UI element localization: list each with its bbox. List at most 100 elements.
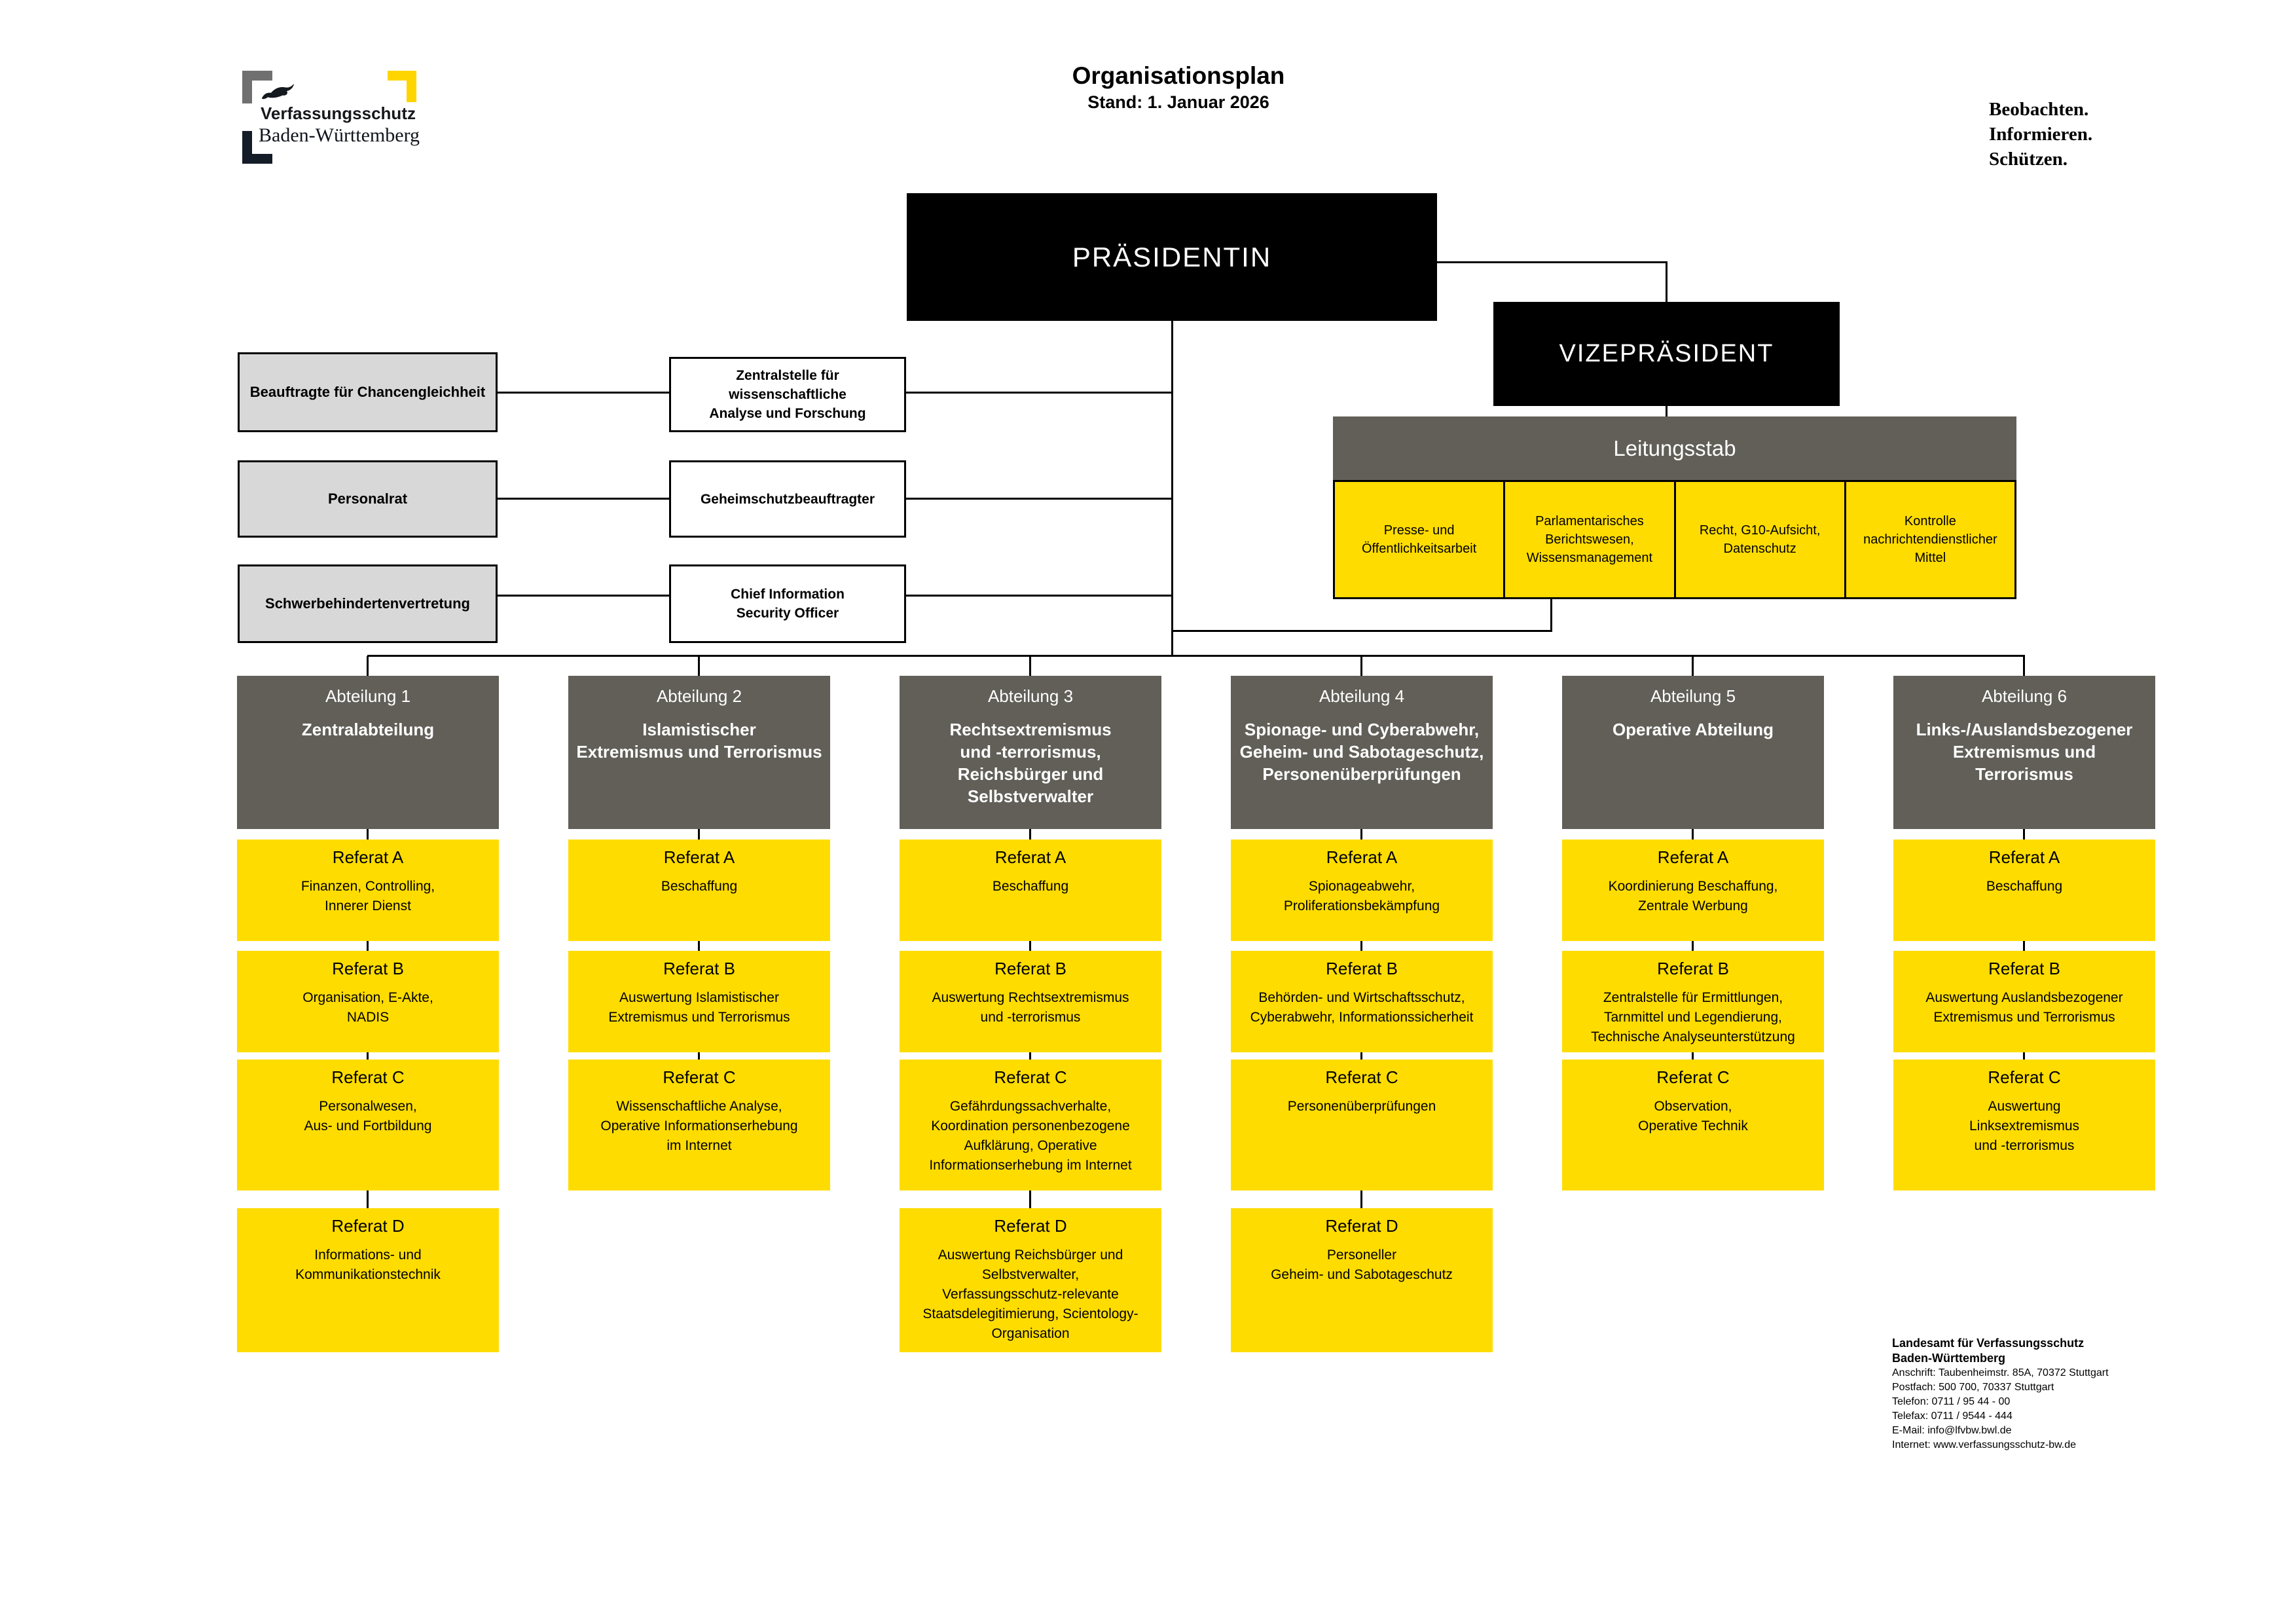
representative-box: Beauftragte für Chancengleichheit	[238, 352, 498, 432]
connector-gap	[698, 829, 700, 840]
department-number: Abteilung 4	[1319, 686, 1405, 706]
connector-gap	[1360, 1052, 1362, 1060]
referat-desc: Beschaffung	[992, 879, 1069, 894]
referat-desc: Auswertung Islamistischer Extremismus un…	[608, 990, 790, 1025]
connector-gap	[1692, 941, 1694, 951]
logo-frame-navy-icon	[242, 131, 272, 164]
president-label: PRÄSIDENTIN	[1072, 241, 1272, 272]
referat-title: Referat A	[994, 847, 1066, 867]
referat-title: Referat B	[1657, 959, 1729, 978]
referat-desc: Informations- und Kommunikationstechnik	[295, 1247, 441, 1282]
referat-box: Referat C Personalwesen, Aus- und Fortbi…	[237, 1060, 499, 1190]
department-number: Abteilung 5	[1650, 686, 1736, 706]
referat-title: Referat A	[1657, 847, 1729, 867]
department-name: Islamistischer Extremismus und Terrorism…	[576, 720, 822, 762]
department-name: Links-/Auslandsbezogener Extremismus und…	[1916, 720, 2133, 784]
referat-box: Referat C Gefährdungssachverhalte, Koord…	[900, 1060, 1161, 1190]
department-name: Rechtsextremismus und -terrorismus, Reic…	[949, 720, 1112, 806]
referat-title: Referat B	[663, 959, 735, 978]
referat-box: Referat D Personeller Geheim- und Sabota…	[1231, 1208, 1493, 1352]
referat-title: Referat C	[1325, 1067, 1398, 1087]
leitungsstab-label: Leitungsstab	[1613, 435, 1736, 460]
referat-desc: Personeller Geheim- und Sabotageschutz	[1271, 1247, 1453, 1282]
referat-desc: Gefährdungssachverhalte, Koordination pe…	[929, 1099, 1132, 1173]
vice-president-box: VIZEPRÄSIDENT	[1493, 302, 1840, 406]
referat-box: Referat C Wissenschaftliche Analyse, Ope…	[568, 1060, 830, 1190]
connector-stub	[698, 656, 700, 676]
referat-title: Referat B	[1988, 959, 2060, 978]
representative-box: Schwerbehindertenvertretung	[238, 564, 498, 643]
connector-gap	[1360, 1190, 1362, 1208]
referat-desc: Organisation, E-Akte, NADIS	[302, 990, 433, 1025]
connector-gap	[698, 941, 700, 951]
department-number: Abteilung 3	[987, 686, 1074, 706]
referat-desc: Auswertung Linksextremismus und -terrori…	[1969, 1099, 2080, 1153]
connector-staff-drop-v	[1550, 599, 1552, 632]
connector-president-vice-h	[1437, 261, 1667, 263]
referat-title: Referat C	[994, 1067, 1067, 1087]
logo-text-line1: Verfassungsschutz	[261, 103, 416, 123]
president-box: PRÄSIDENTIN	[907, 193, 1437, 321]
referat-box: Referat C Observation, Operative Technik	[1562, 1060, 1824, 1190]
contact-block: Landesamt für Verfassungsschutz Baden-Wü…	[1892, 1336, 2206, 1452]
connector-gap	[2023, 1052, 2025, 1060]
referat-desc: Spionageabwehr, Proliferationsbekämpfung	[1283, 879, 1440, 913]
leitungsstab-unit: Parlamentarisches Berichtswesen, Wissens…	[1503, 482, 1673, 597]
referat-title: Referat C	[331, 1067, 405, 1087]
connector-president-vice-v	[1666, 261, 1667, 302]
referat-box: Referat C Auswertung Linksextremismus un…	[1893, 1060, 2155, 1190]
department-name: Spionage- und Cyberabwehr, Geheim- und S…	[1239, 720, 1484, 784]
referat-box: Referat A Beschaffung	[568, 840, 830, 941]
referat-box: Referat A Spionageabwehr, Proliferations…	[1231, 840, 1493, 941]
referat-desc: Beschaffung	[1986, 879, 2063, 894]
department-number: Abteilung 6	[1981, 686, 2068, 706]
agency-logo: Verfassungsschutz Baden-Württemberg	[242, 69, 432, 168]
department-header-2: Abteilung 2 Islamistischer Extremismus u…	[568, 676, 830, 829]
department-number: Abteilung 2	[656, 686, 742, 706]
representative-label: Personalrat	[327, 490, 408, 507]
referat-box: Referat B Zentralstelle für Ermittlungen…	[1562, 951, 1824, 1052]
referat-box: Referat D Informations- und Kommunikatio…	[237, 1208, 499, 1352]
department-name: Operative Abteilung	[1612, 720, 1774, 739]
staff-unit-box: Chief Information Security Officer	[669, 564, 906, 643]
referat-box: Referat D Auswertung Reichsbürger und Se…	[900, 1208, 1161, 1352]
title-block: Organisationsplan Stand: 1. Januar 2026	[949, 62, 1408, 113]
connector-gap	[367, 829, 369, 840]
motto: Beobachten. Informieren. Schützen.	[1989, 97, 2092, 172]
contact-email: E-Mail: info@lfvbw.bwl.de	[1892, 1425, 2012, 1436]
contact-fax: Telefax: 0711 / 9544 - 444	[1892, 1411, 2013, 1422]
logo-frame-gray-icon	[242, 71, 272, 103]
referat-desc: Koordinierung Beschaffung, Zentrale Werb…	[1608, 879, 1778, 913]
connector-gap	[367, 941, 369, 951]
referat-title: Referat A	[1988, 847, 2060, 867]
connector-gap	[1029, 941, 1031, 951]
connector-spine	[367, 655, 2025, 657]
leitungsstab-unit: Presse- und Öffentlichkeitsarbeit	[1361, 523, 1477, 556]
connector-gap	[698, 1052, 700, 1060]
referat-title: Referat B	[1326, 959, 1398, 978]
referat-desc: Zentralstelle für Ermittlungen, Tarnmitt…	[1591, 990, 1795, 1044]
connector-gap	[1692, 1052, 1694, 1060]
contact-org-line1: Landesamt für Verfassungsschutz	[1892, 1337, 2085, 1350]
contact-website: Internet: www.verfassungsschutz-bw.de	[1892, 1439, 2077, 1450]
referat-title: Referat C	[1988, 1067, 2061, 1087]
logo-frame-yellow-icon	[388, 71, 416, 102]
motto-line: Schützen.	[1989, 149, 2068, 170]
lion-icon	[259, 83, 296, 101]
referat-desc: Auswertung Auslandsbezogener Extremismus…	[1925, 990, 2123, 1025]
connector-gap	[367, 1052, 369, 1060]
staff-unit-label: Geheimschutzbeauftragter	[700, 491, 875, 507]
leitungsstab-unit: Kontrolle nachrichtendienstlicher Mittel	[1844, 482, 2014, 597]
referat-desc: Auswertung Rechtsextremismus und -terror…	[932, 990, 1129, 1025]
connector-stub	[1029, 656, 1031, 676]
department-number: Abteilung 1	[325, 686, 411, 706]
referat-title: Referat D	[331, 1216, 405, 1236]
referat-title: Referat C	[663, 1067, 736, 1087]
referat-box: Referat A Finanzen, Controlling, Innerer…	[237, 840, 499, 941]
department-name: Zentralabteilung	[301, 720, 435, 739]
connector-stub	[2023, 656, 2025, 676]
contact-address: Anschrift: Taubenheimstr. 85A, 70372 Stu…	[1892, 1367, 2109, 1378]
referat-title: Referat C	[1656, 1067, 1730, 1087]
referat-box: Referat A Koordinierung Beschaffung, Zen…	[1562, 840, 1824, 941]
referat-desc: Personalwesen, Aus- und Fortbildung	[304, 1099, 432, 1134]
